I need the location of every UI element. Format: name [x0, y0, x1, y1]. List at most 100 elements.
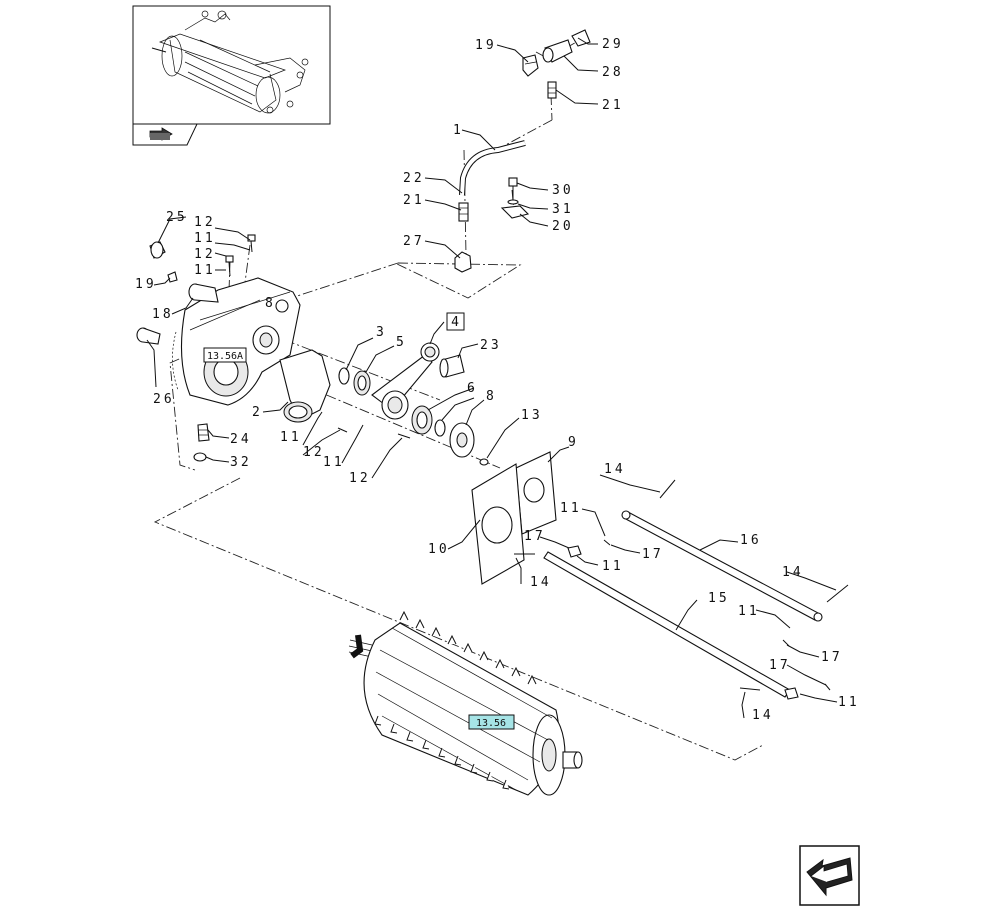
callout-label: 23	[480, 338, 502, 353]
adapter-21-top	[547, 81, 557, 99]
hose-1	[459, 140, 526, 196]
fitting-24	[197, 423, 210, 442]
callout-label: 30	[552, 183, 574, 198]
shield-10	[471, 463, 525, 585]
clamp-20	[500, 205, 530, 219]
callout-label: 18	[152, 307, 174, 322]
callout-label: 32	[230, 455, 252, 470]
callout-label: 11	[602, 559, 624, 574]
reference-tag-rotor[interactable]: 13.56	[468, 714, 515, 730]
callout-label: 22	[403, 171, 425, 186]
callout-label: 11	[738, 604, 760, 619]
callout-label: 2	[252, 405, 263, 420]
hitch-pins-17	[567, 539, 831, 700]
callout-label: 13	[521, 408, 543, 423]
callout-label: 11	[323, 455, 345, 470]
arrow-back-icon	[806, 857, 853, 897]
inset-rotor-drawing	[151, 10, 309, 114]
callout-label: 28	[602, 65, 624, 80]
nut-13	[479, 458, 489, 466]
pin-14d	[739, 687, 761, 691]
callout-label: 14	[604, 462, 626, 477]
callout-label: 6	[467, 381, 478, 396]
plate-9	[515, 451, 557, 535]
bolt-12b	[225, 255, 234, 277]
callout-label: 11	[560, 501, 582, 516]
callout-label: 8	[486, 389, 497, 404]
fitting-27	[454, 251, 472, 273]
callout-label: 9	[568, 435, 579, 450]
snap-ring-7	[434, 419, 446, 437]
stub-shaft-18	[188, 283, 219, 303]
callout-label: 21	[602, 98, 624, 113]
rod-16	[621, 510, 823, 622]
nav-back-button[interactable]	[799, 845, 860, 906]
callout-label: 19	[135, 277, 157, 292]
reference-tag-gearbox[interactable]: 13.56A	[203, 347, 247, 363]
bearing-5	[353, 370, 371, 396]
callout-label: 12	[194, 247, 216, 262]
callout-label: 5	[396, 335, 407, 350]
rod-15	[543, 551, 791, 698]
bushing-25	[149, 241, 166, 259]
callout-label: 14	[752, 708, 774, 723]
callout-label: 8	[265, 296, 276, 311]
callout-label: 11	[194, 231, 216, 246]
bearing-bracket-2	[279, 349, 331, 423]
callout-label: 10	[428, 542, 450, 557]
rotor-teeth	[374, 610, 537, 790]
callout-label: 20	[552, 219, 574, 234]
pin-14b	[826, 584, 849, 603]
callout-label: 26	[153, 392, 175, 407]
callout-label: 14	[782, 565, 804, 580]
callout-label: 25	[166, 210, 188, 225]
bolt-12d	[397, 433, 411, 439]
callout-label: 31	[552, 202, 574, 217]
gearbox-housing-8	[172, 277, 301, 406]
bearing-6	[411, 405, 433, 435]
callout-label: 12	[194, 215, 216, 230]
callout-label: 17	[769, 658, 791, 673]
grease-nipple-19-left	[167, 271, 178, 283]
callout-label: 11	[194, 263, 216, 278]
flange-8	[449, 422, 475, 458]
callout-label: 14	[530, 575, 552, 590]
callout-label: 3	[376, 325, 387, 340]
washer-31	[507, 199, 519, 205]
boxed-callout-4: 4	[446, 312, 465, 331]
reference-tag-rotor-text: 13.56	[476, 718, 506, 729]
callout-label: 15	[708, 591, 730, 606]
bolt-30	[508, 177, 518, 200]
callout-label: 29	[602, 37, 624, 52]
tee-fitting-28	[542, 39, 573, 63]
bolt-12c	[337, 427, 348, 433]
callout-label: 17	[642, 547, 664, 562]
callout-label: 27	[403, 234, 425, 249]
adapter-21-mid	[458, 202, 469, 222]
callout-label: 12	[349, 471, 371, 486]
arrow-forward-icon[interactable]	[149, 127, 173, 141]
reference-tag-gearbox-text: 13.56A	[207, 351, 243, 362]
crank-arm-4	[371, 342, 440, 420]
callout-4-text: 4	[451, 315, 459, 330]
callout-label: 11	[280, 430, 302, 445]
sleeve-23	[439, 354, 465, 378]
callout-label: 21	[403, 193, 425, 208]
callout-label: 19	[475, 38, 497, 53]
callout-label: 17	[821, 650, 843, 665]
callout-label: 16	[740, 533, 762, 548]
snap-ring-3	[338, 367, 350, 385]
callout-label: 17	[524, 529, 546, 544]
bolt-12a	[247, 234, 256, 253]
leader-lines	[146, 37, 838, 719]
callout-label: 24	[230, 432, 252, 447]
nipple-19-top	[522, 54, 539, 77]
callout-label: 1	[453, 123, 464, 138]
callout-labels: 19 29 28 21 1 22 21 30 31 20 27 25 12 11…	[135, 37, 857, 723]
pin-14a	[659, 479, 676, 499]
rotor-drum	[348, 610, 583, 796]
inset-thumbnail[interactable]	[132, 5, 331, 146]
callout-label: 12	[303, 445, 325, 460]
assembly-guide-lines	[153, 39, 764, 761]
